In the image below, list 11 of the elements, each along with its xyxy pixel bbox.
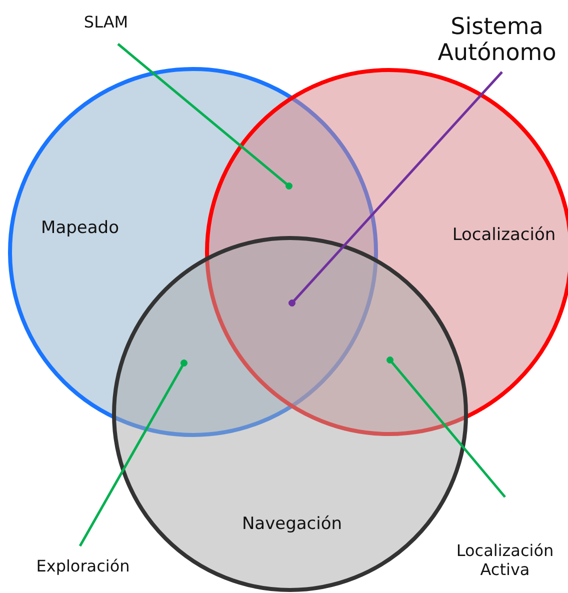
set-label: Navegación — [242, 514, 342, 534]
leader-line — [117, 43, 292, 190]
leader-line — [78, 360, 188, 547]
leader-line — [386, 356, 506, 498]
callout-label: Localización Activa — [440, 541, 568, 579]
callout-label: Sistema Autónomo — [422, 14, 568, 66]
callout-label: SLAM — [84, 12, 128, 32]
set-label: Mapeado — [41, 218, 119, 238]
callout-label: Exploración — [36, 556, 130, 576]
set-label: Localización — [452, 225, 556, 245]
leader-line — [288, 71, 503, 306]
